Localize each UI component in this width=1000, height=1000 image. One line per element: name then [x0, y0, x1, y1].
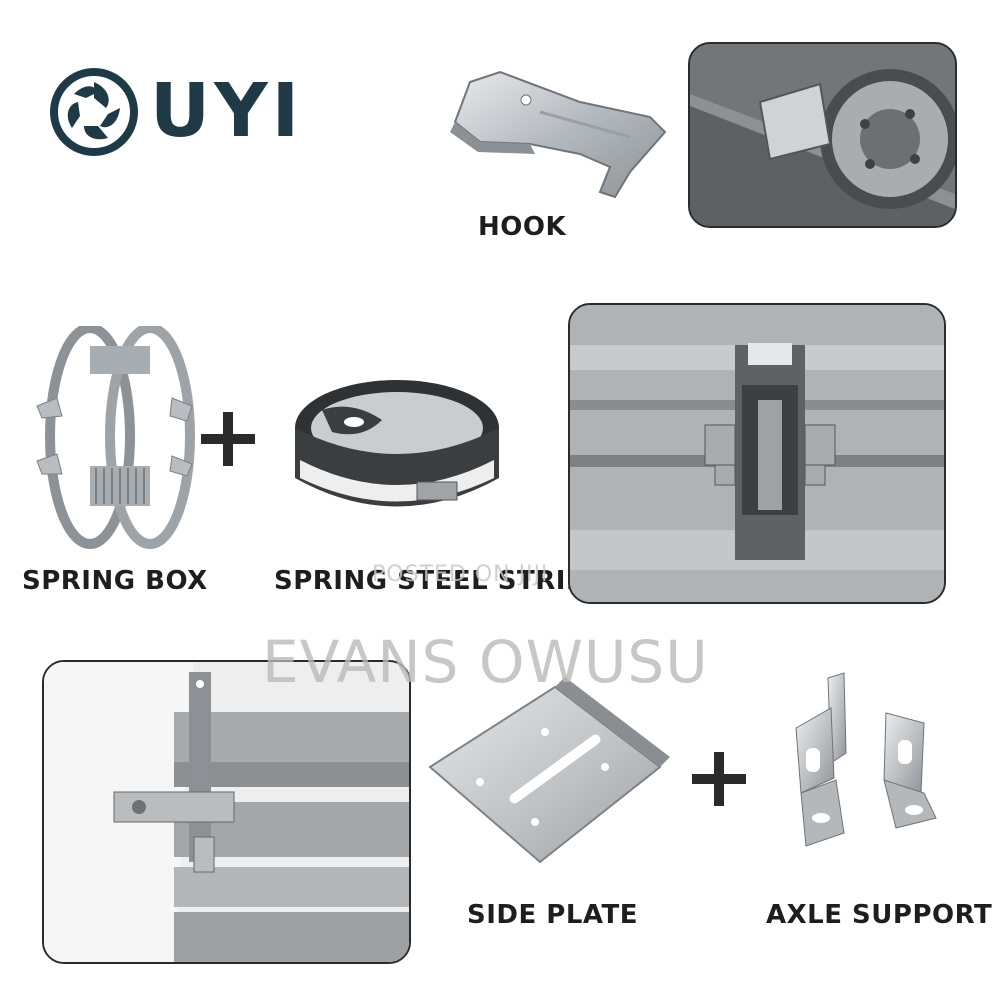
spring-box-label: SPRING BOX [22, 566, 208, 596]
spring-steel-strip-image [295, 380, 499, 507]
watermark-name: EVANS OWUSU [262, 628, 709, 696]
brand-name: UYI [150, 68, 304, 154]
plus-icon [692, 752, 746, 806]
spring-steel-strip-label: SPRING STEEL STRIP [274, 566, 586, 596]
side-plate-label: SIDE PLATE [467, 900, 639, 930]
axle-support-image [795, 672, 937, 847]
spring-box-installed-photo [568, 303, 946, 604]
axle-support-label: AXLE SUPPORT [766, 900, 993, 930]
side-plate-image [428, 677, 670, 864]
watermark-posted-on: POSTED ON JIJI [372, 562, 549, 587]
hook-label: HOOK [478, 212, 567, 242]
hook-part-image [450, 70, 667, 199]
plus-icon [201, 412, 255, 466]
spring-box-image [36, 326, 195, 549]
side-plate-installed-photo [42, 660, 411, 964]
hook-installed-photo [688, 42, 957, 228]
aperture-swirl-icon [50, 68, 138, 156]
brand-logo: UYI [50, 62, 330, 162]
